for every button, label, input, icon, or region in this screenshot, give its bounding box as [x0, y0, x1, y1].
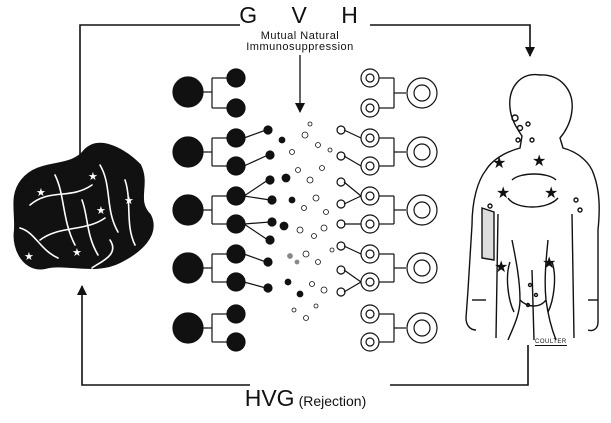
donor-group	[172, 68, 246, 118]
central-cell-cloud	[278, 121, 335, 321]
mutual-suppression-label-line1: Mutual Natural	[260, 30, 340, 42]
hvg-label: HVG(Rejection)	[0, 385, 611, 412]
star-icon: ★	[492, 153, 506, 172]
host-cell-lineage	[336, 68, 438, 352]
host-body	[465, 74, 600, 341]
host-stars: ★ ★ ★ ★ ★ ★	[492, 151, 558, 276]
star-icon: ★	[36, 186, 46, 199]
donor-group	[172, 186, 246, 234]
star-icon: ★	[24, 250, 34, 263]
host-group	[360, 128, 438, 176]
hvg-loop-arrow	[82, 286, 529, 386]
hvg-main-label: HVG	[244, 385, 295, 411]
donor-group	[172, 128, 246, 176]
host-group	[360, 304, 438, 352]
donor-branches	[243, 125, 277, 293]
gvh-label: G V H	[239, 2, 372, 28]
star-icon: ★	[544, 183, 558, 202]
star-icon: ★	[124, 194, 134, 207]
star-icon: ★	[494, 257, 508, 276]
graft-tissue	[13, 142, 154, 270]
star-icon: ★	[72, 246, 82, 259]
hvg-sub-label: (Rejection)	[298, 393, 367, 409]
star-icon: ★	[96, 204, 106, 217]
donor-group	[172, 304, 246, 352]
host-branches	[336, 125, 362, 297]
gvh-loop-arrow	[79, 24, 530, 170]
star-icon: ★	[532, 151, 546, 170]
star-icon: ★	[496, 183, 510, 202]
donor-group	[172, 244, 246, 292]
host-group	[360, 186, 438, 234]
mutual-suppression-label-line2: Immunosuppression	[246, 41, 354, 53]
star-icon: ★	[542, 253, 556, 272]
donor-cell-lineage	[172, 68, 277, 352]
graft-stars: ★ ★ ★ ★ ★ ★	[24, 170, 134, 263]
artist-signature: COULTER	[535, 339, 567, 346]
star-icon: ★	[88, 170, 98, 183]
host-group	[360, 68, 438, 118]
host-group	[360, 244, 438, 292]
